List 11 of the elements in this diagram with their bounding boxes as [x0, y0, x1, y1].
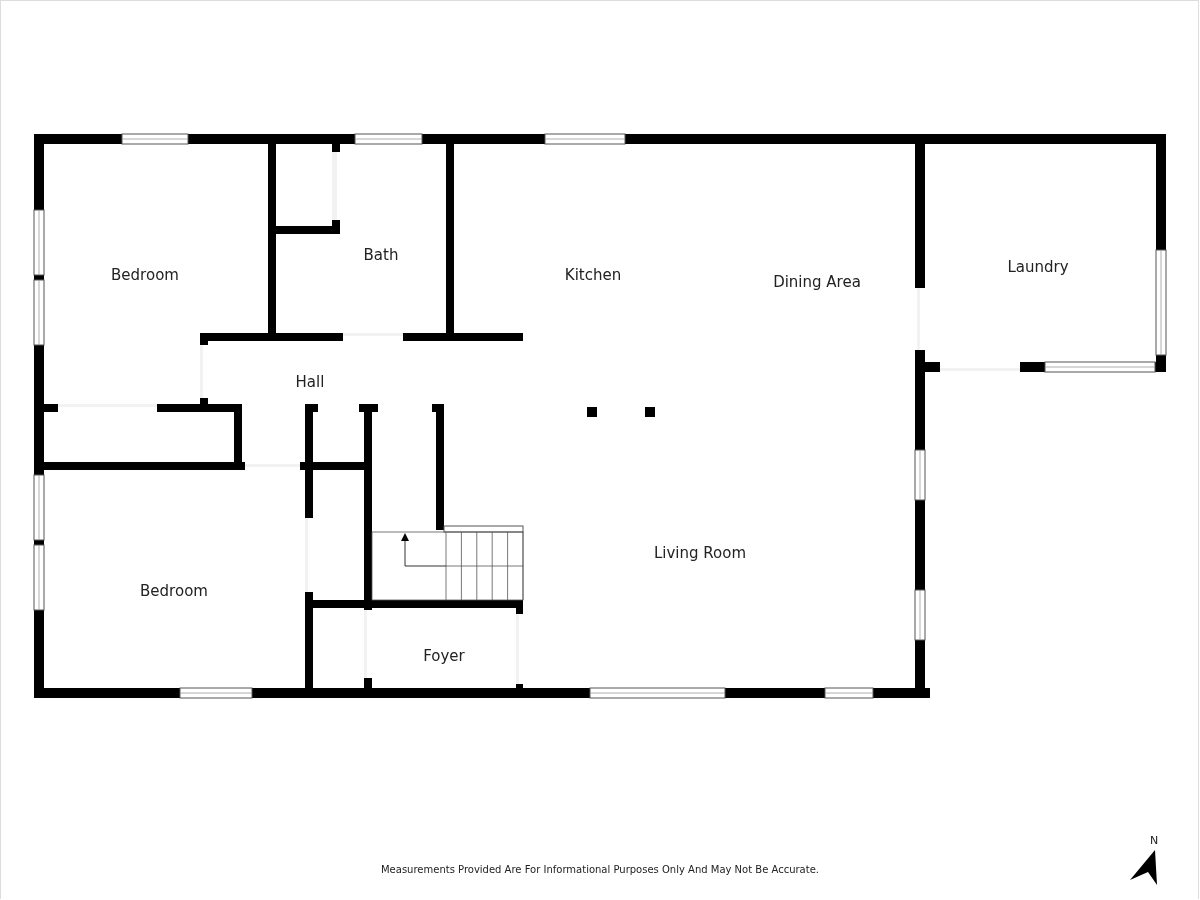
room-label: Bedroom — [140, 582, 208, 600]
room-label: Bath — [363, 246, 399, 264]
north-label: N — [1149, 833, 1159, 847]
room-label: Dining Area — [773, 273, 861, 291]
room-label: Bedroom — [111, 266, 179, 284]
disclaimer-note: Measurements Provided Are For Informational Purposes Only And May Not Be Accurate. — [381, 863, 819, 875]
room-label: Living Room — [653, 544, 747, 562]
room-label: Kitchen — [564, 266, 622, 284]
room-label: Foyer — [423, 647, 465, 665]
room-label: Laundry — [1007, 258, 1069, 276]
room-label: Hall — [295, 373, 325, 391]
